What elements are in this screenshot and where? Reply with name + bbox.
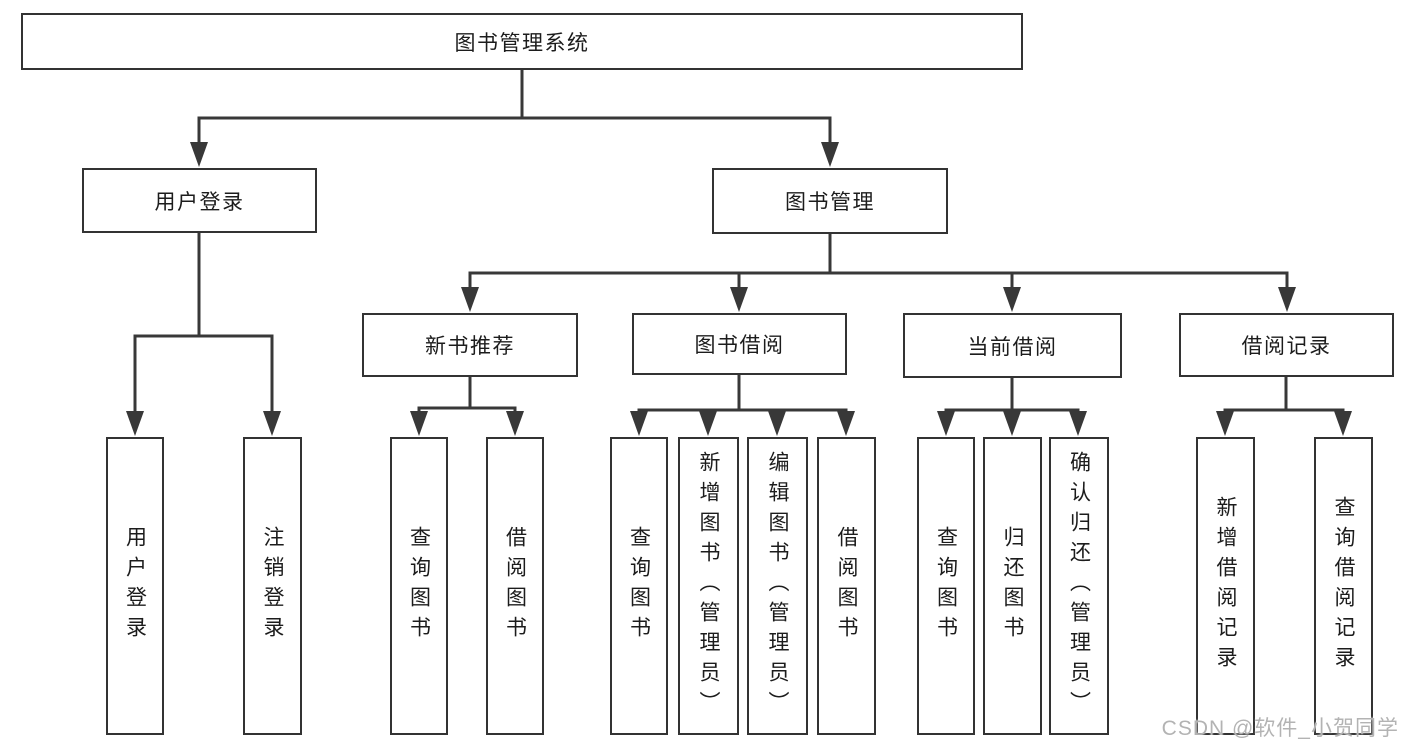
csdn-watermark: CSDN @软件_小贺同学 [1161,717,1399,740]
leaf-user-login-label: 用户登录 [123,526,147,646]
node-book-borrow: 图书借阅 [632,313,847,375]
leaf-add-book-admin: 新增图书（管理员） [678,437,739,735]
leaf-newbook-query-label: 查询图书 [407,526,431,646]
leaf-newbook-borrow: 借阅图书 [486,437,544,735]
leaf-query-borrow-record: 查询借阅记录 [1314,437,1373,735]
leaf-confirm-return-admin-label: 确认归还（管理员） [1067,451,1091,721]
leaf-edit-book-admin-label: 编辑图书（管理员） [766,451,789,721]
leaf-logout: 注销登录 [243,437,302,735]
leaf-add-borrow-record: 新增借阅记录 [1196,437,1255,735]
leaf-add-borrow-record-label: 新增借阅记录 [1214,496,1237,676]
node-borrow-record: 借阅记录 [1179,313,1394,377]
leaf-return-book: 归还图书 [983,437,1042,735]
node-current-borrow: 当前借阅 [903,313,1122,378]
leaf-current-query-book-label: 查询图书 [934,526,958,646]
leaf-edit-book-admin: 编辑图书（管理员） [747,437,808,735]
leaf-borrow-book: 借阅图书 [817,437,876,735]
node-book-management: 图书管理 [712,168,948,234]
leaf-current-query-book: 查询图书 [917,437,975,735]
leaf-user-login: 用户登录 [106,437,164,735]
node-user-login: 用户登录 [82,168,317,233]
node-new-book-recommend: 新书推荐 [362,313,578,377]
leaf-confirm-return-admin: 确认归还（管理员） [1049,437,1109,735]
leaf-borrow-query-book: 查询图书 [610,437,668,735]
leaf-borrow-query-book-label: 查询图书 [627,526,651,646]
leaf-add-book-admin-label: 新增图书（管理员） [697,451,720,721]
leaf-newbook-borrow-label: 借阅图书 [503,526,527,646]
leaf-borrow-book-label: 借阅图书 [835,526,858,646]
leaf-return-book-label: 归还图书 [1001,526,1024,646]
leaf-newbook-query: 查询图书 [390,437,448,735]
leaf-logout-label: 注销登录 [261,526,284,646]
node-root-system: 图书管理系统 [21,13,1023,70]
leaf-query-borrow-record-label: 查询借阅记录 [1332,496,1355,676]
